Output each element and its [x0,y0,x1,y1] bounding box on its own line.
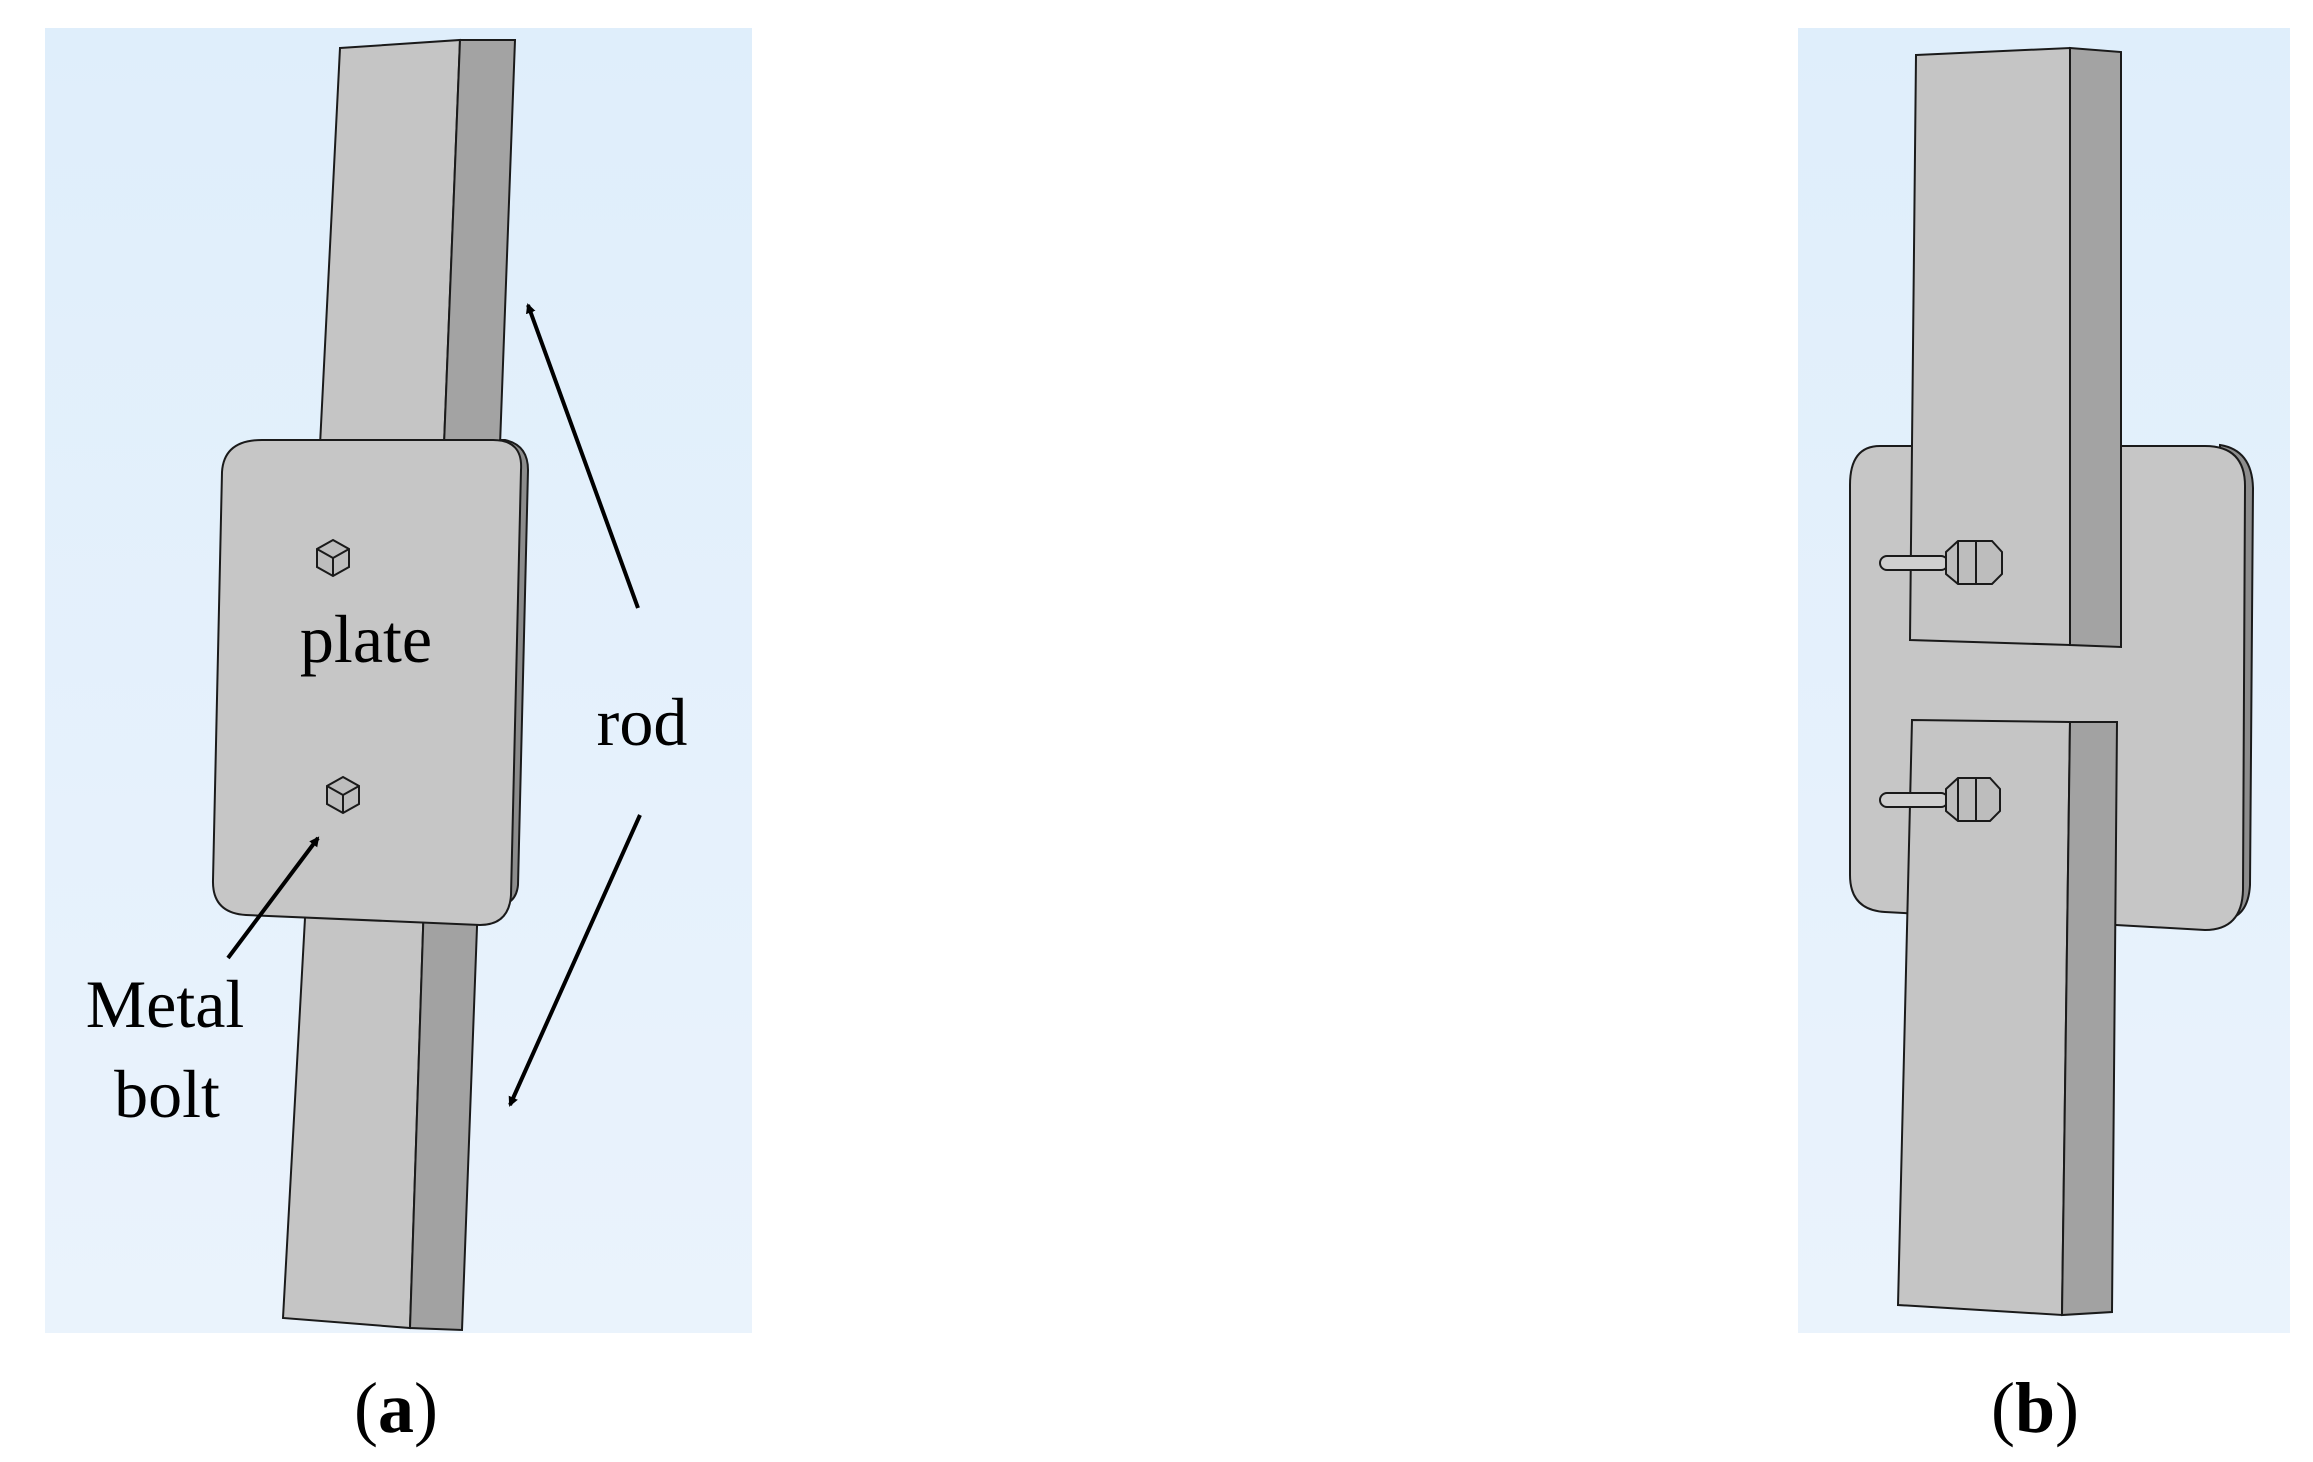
plate-face [211,439,523,927]
bolt-lower [326,775,360,815]
bolt-arrow [226,836,320,960]
rod-arrow-up [526,303,640,609]
rod-arrows [508,303,642,1107]
upper-rod-b [1908,46,2122,649]
rod-label: rod [597,684,688,760]
caption-a: (a) [354,1368,438,1448]
plate-label: plate [300,601,432,677]
lower-rod [281,899,480,1332]
caption-b: (b) [1991,1368,2079,1448]
lower-rod-front [281,899,426,1330]
plate [211,439,530,927]
lower-rod-b-side [2060,721,2119,1317]
bolt-label: bolt [114,1056,220,1132]
panel-a: plate rod Metal bolt (a) [45,28,752,1448]
rod-arrow-down [508,814,642,1107]
bolt-b-lower [1879,777,2001,822]
bolt-b-upper-shank [1879,555,1949,571]
upper-rod-front [318,38,462,446]
upper-rod-b-side [2069,46,2122,649]
bolt-b-upper-nut [1945,540,2003,585]
panel-b: (b) [1798,28,2290,1448]
metal-label: Metal [86,966,245,1042]
bolt-b-lower-shank [1879,792,1949,808]
bolt-b-lower-nut [1945,777,2001,822]
bolt-upper [316,538,350,578]
bolt-b-upper [1879,540,2003,585]
lower-rod-b [1896,718,2119,1317]
upper-rod [318,38,517,446]
